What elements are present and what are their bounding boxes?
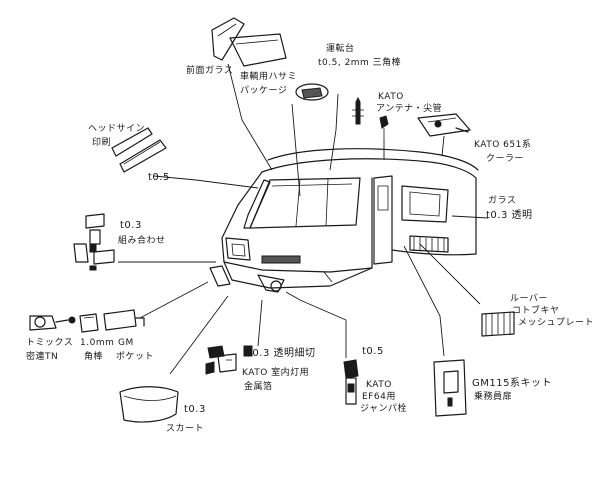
label-tomix-2: 密連TN <box>26 352 59 362</box>
label-skirt-1: t0.3 <box>184 404 206 415</box>
label-angle-1: 1.0mm <box>80 338 115 348</box>
label-foil-2: 金属箔 <box>244 382 273 392</box>
label-cab-1: 運転台 <box>326 44 355 54</box>
label-skirt-2: スカート <box>166 424 205 434</box>
label-gm-pocket-1: GM <box>118 338 134 348</box>
label-louver-2: コトブキヤ <box>512 306 560 316</box>
label-wiper-pack-2: パッケージ <box>240 86 288 96</box>
label-cooler-1: KATO 651系 <box>474 140 532 150</box>
label-gm-pocket-2: ポケット <box>116 352 155 362</box>
louver-part <box>481 311 515 337</box>
foil-part <box>205 345 253 375</box>
label-front-glass: 前面ガラス <box>186 66 234 76</box>
label-tomix-1: トミックス <box>26 338 74 348</box>
label-cooler-2: クーラー <box>486 154 525 164</box>
label-glass-2: t0.3 透明 <box>486 210 533 221</box>
label-headsign-1: ヘッドサイン <box>88 124 146 134</box>
label-angle-2: 角棒 <box>84 352 104 362</box>
skirt-part <box>119 386 179 423</box>
label-jumper-2: EF64用 <box>362 392 396 402</box>
label-jumper-3: ジャンパ栓 <box>360 404 408 414</box>
tomix-coupler-part <box>29 315 76 331</box>
label-glass-1: ガラス <box>488 196 517 206</box>
label-cab-2: t0.5, 2mm 三角棒 <box>318 58 402 68</box>
label-antenna-1: KATO <box>378 92 404 102</box>
label-t05-bottom: t0.5 <box>362 346 384 357</box>
wiper-pack-part <box>295 83 329 101</box>
label-jumper-1: KATO <box>366 380 392 390</box>
label-gm-kit-1: GM115系キット <box>472 378 552 389</box>
car-body <box>209 148 479 293</box>
label-combo-1: t0.3 <box>120 220 142 231</box>
gm-pocket-part <box>103 309 145 331</box>
combo-part <box>73 213 115 271</box>
gm-door-part <box>433 359 467 417</box>
jumper-part <box>343 359 359 405</box>
label-gm-kit-2: 乗務員扉 <box>474 392 513 402</box>
cooler-part <box>417 113 471 137</box>
label-wiper-pack-1: 車輌用ハサミ <box>240 72 298 82</box>
body-louver <box>409 235 449 253</box>
label-antenna-2: アンテナ・尖管 <box>376 104 443 114</box>
label-combo-2: 組み合わせ <box>118 236 166 246</box>
label-headsign-2: 印刷 <box>92 138 112 148</box>
label-foil-1: KATO 室内灯用 <box>242 368 310 378</box>
front-glass-part <box>211 17 287 67</box>
headsign-part <box>111 127 167 173</box>
label-t05-roof: t0.5 <box>148 172 170 183</box>
angle-bar-part <box>79 313 99 333</box>
antenna-part <box>352 96 389 140</box>
leader-lines <box>118 63 489 375</box>
label-t03-clear: t0.3 透明細切 <box>248 348 316 359</box>
label-louver-3: メッシュプレート <box>518 318 595 328</box>
label-louver-1: ルーバー <box>510 294 548 304</box>
